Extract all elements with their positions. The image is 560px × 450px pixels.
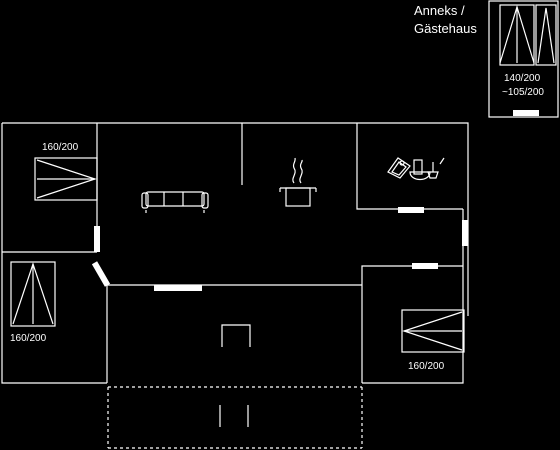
doors: [91, 207, 468, 291]
fireplace-icon: [221, 324, 251, 347]
bed-size-right: 160/200: [408, 361, 445, 372]
bed-top-left: [34, 157, 98, 201]
door-east: [462, 220, 468, 246]
bed-left: [10, 261, 56, 327]
bed-right: [401, 309, 465, 353]
annex-bed-large: [499, 4, 535, 66]
bathroom-fixtures-icon: [387, 157, 445, 181]
bedroom-right: 160/200: [401, 309, 465, 372]
main-house-walls: [1, 122, 469, 384]
sofa-icon: [141, 191, 209, 213]
cooking-pot-icon: [279, 157, 317, 207]
annex-bed-size-1: 140/200: [504, 73, 541, 84]
door-bedroom-left: [91, 261, 111, 287]
bed-size-left: 160/200: [10, 333, 47, 344]
annex-label-line2: Gästehaus: [414, 21, 477, 36]
annex-guest-house: Anneks / Gästehaus 140/200 ~105/200: [414, 0, 559, 118]
annex-door: [513, 110, 539, 116]
bed-size-top-left: 160/200: [42, 142, 79, 153]
bedroom-top-left: 160/200: [34, 142, 98, 201]
terrace-posts: [219, 405, 249, 427]
door-terrace: [154, 285, 202, 291]
annex-bed-size-2: ~105/200: [502, 87, 544, 98]
door-bedroom-top-left: [94, 226, 100, 252]
annex-bed-small: [535, 4, 557, 66]
bedroom-left: 160/200: [10, 261, 56, 344]
annex-label-line1: Anneks /: [414, 3, 465, 18]
door-bedroom-right: [412, 263, 438, 269]
terrace: [107, 386, 363, 449]
annex-outline: [488, 0, 559, 118]
door-bathroom: [398, 207, 424, 213]
